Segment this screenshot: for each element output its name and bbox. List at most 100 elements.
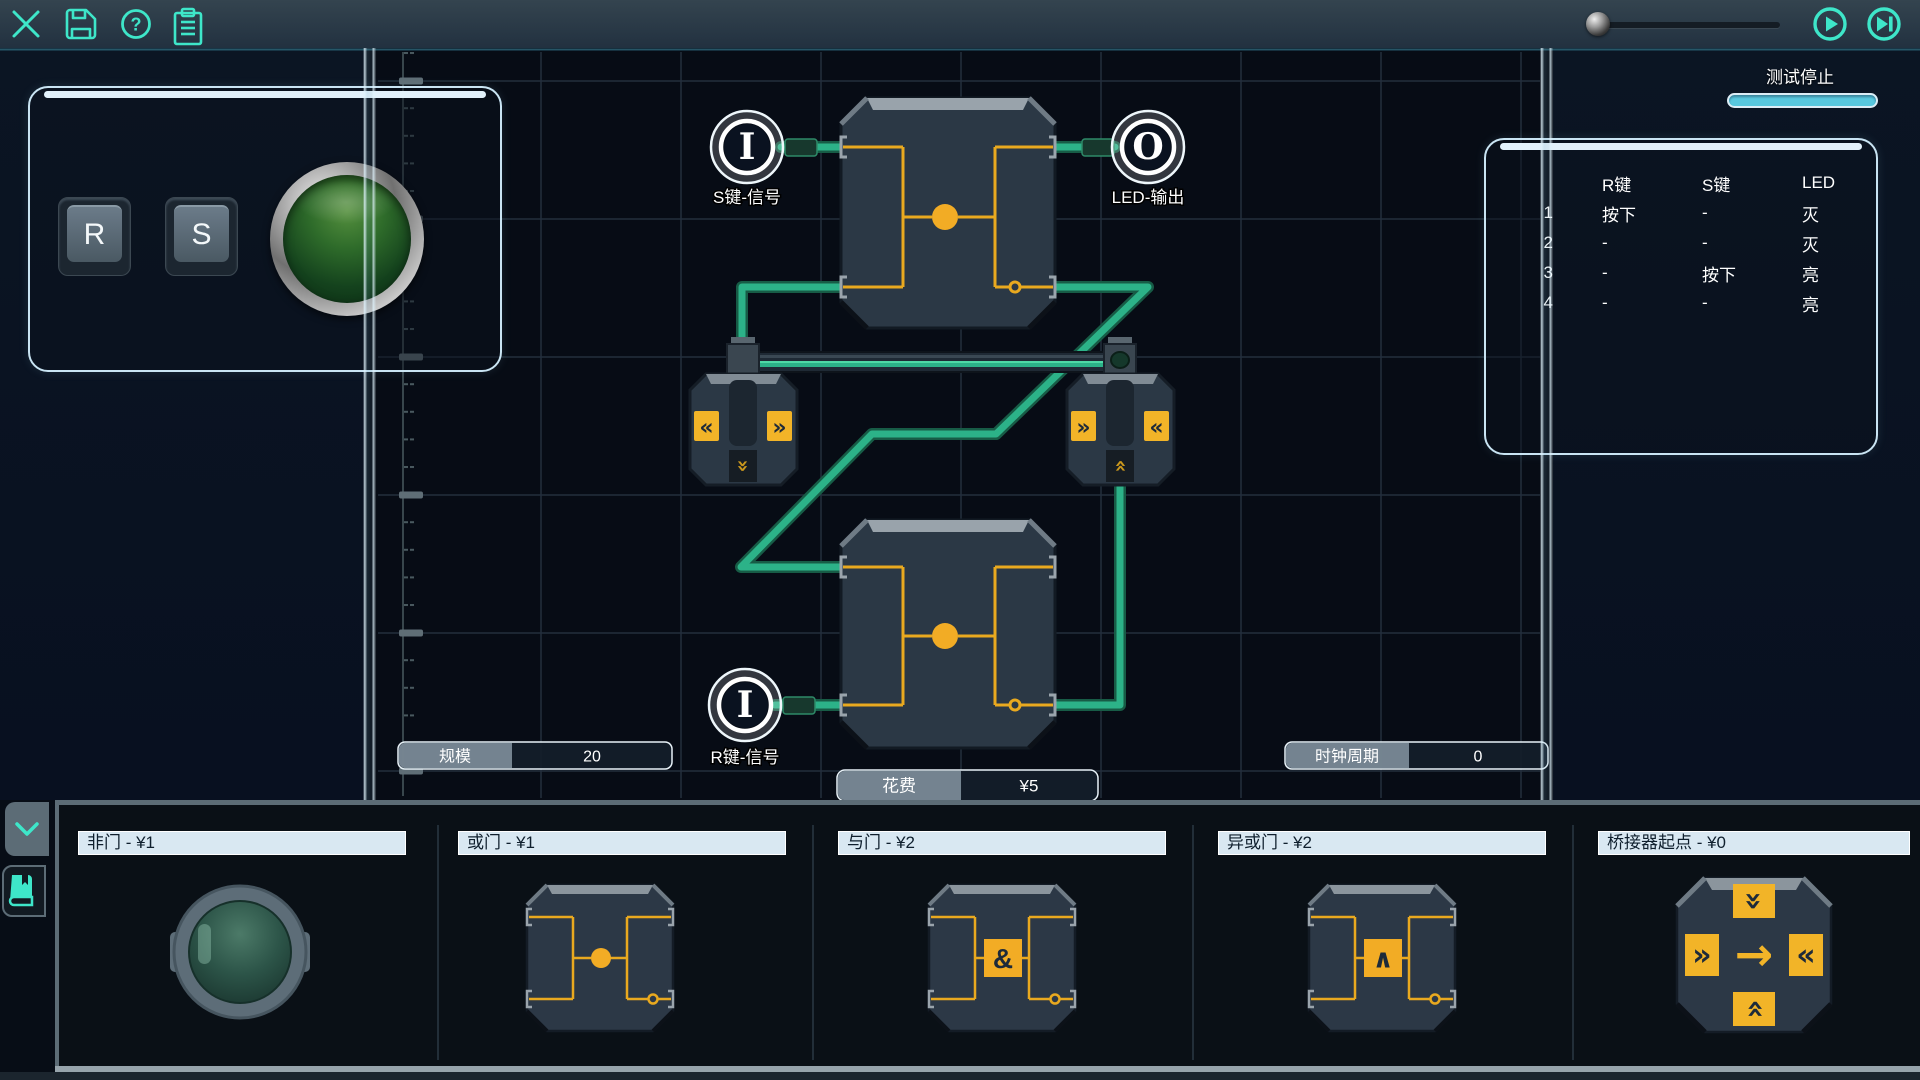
col-s-header: S键 <box>1702 175 1731 195</box>
input-r-connector[interactable]: I R键-信号 <box>707 667 783 768</box>
speed-slider[interactable] <box>1592 22 1780 28</box>
cell-s: - <box>1702 293 1708 312</box>
inverted-output-dot <box>1008 698 1022 712</box>
col-led-header: LED <box>1802 173 1836 192</box>
truth-table-panel: R键 S键 LED 1 按下 - 灭 2 - - 灭 3 - 按下 亮 <box>1484 138 1878 455</box>
key-r-button[interactable]: R <box>58 197 131 276</box>
hud-scale-bar: 规模 20 <box>397 741 673 770</box>
scale-value: 20 <box>583 748 601 765</box>
key-s-label: S <box>174 205 229 262</box>
card-divider <box>1192 825 1194 1060</box>
bridge-right[interactable]: » « » <box>1065 337 1176 487</box>
palette-card-xor-label[interactable]: 异或门 - ¥2 <box>1218 831 1546 855</box>
cell-led: 灭 <box>1802 205 1819 225</box>
cell-s: 按下 <box>1702 265 1736 285</box>
component-palette: 非门 - ¥1 或门 - ¥1 与门 - ¥2 异或门 - ¥2 桥接器起点 -… <box>0 796 1920 1080</box>
panel-top-highlight <box>1500 143 1862 150</box>
gate-traces <box>843 565 1053 707</box>
bridge-left[interactable]: « » » <box>688 337 799 487</box>
chevron-up-icon: » <box>1108 460 1132 473</box>
bridge-badge <box>1144 411 1169 441</box>
close-icon[interactable] <box>10 7 42 41</box>
chevron-left-icon: « <box>1149 415 1163 440</box>
card-divider <box>437 825 439 1060</box>
right-zone <box>1553 48 1920 800</box>
panel-top-highlight <box>44 91 486 98</box>
cell-led: 亮 <box>1802 295 1819 315</box>
speed-slider-knob[interactable] <box>1586 12 1610 36</box>
led-indicator <box>270 162 424 316</box>
palette-under-strip <box>0 1072 1920 1080</box>
input-r-label: R键-信号 <box>711 748 780 767</box>
input-s-connector[interactable]: I S键-信号 <box>709 109 785 208</box>
palette-frame <box>55 800 1920 805</box>
chevron-up-icon: » <box>1737 999 1772 1018</box>
left-zone <box>0 48 364 800</box>
or-node <box>932 204 958 230</box>
collapse-palette-button[interactable] <box>5 802 49 856</box>
card-divider <box>1572 825 1574 1060</box>
wire-sleeves <box>782 138 1115 715</box>
output-led-label: LED-输出 <box>1112 188 1185 207</box>
chevron-right-icon: » <box>772 415 786 440</box>
palette-frame <box>55 800 59 1066</box>
input-s-label: S键-信号 <box>713 188 781 207</box>
palette-card-and-label[interactable]: 与门 - ¥2 <box>838 831 1166 855</box>
bridge-badge <box>1789 934 1823 976</box>
row-num: 4 <box>1543 293 1553 312</box>
input-glyph: I <box>739 126 756 168</box>
step-button[interactable] <box>1866 6 1902 42</box>
scale-label: 规模 <box>439 747 471 765</box>
clock-label: 时钟周期 <box>1315 747 1379 765</box>
cell-s: - <box>1702 233 1708 252</box>
key-s-button[interactable]: S <box>165 197 238 276</box>
inverted-output-dot <box>1008 280 1022 294</box>
play-button[interactable] <box>1812 6 1848 42</box>
chevron-right-icon: » <box>1692 938 1711 973</box>
chevron-left-icon: « <box>699 415 713 440</box>
col-r-header: R键 <box>1602 175 1632 195</box>
canvas-top-line <box>0 48 1920 51</box>
help-icon[interactable]: ? <box>119 7 153 41</box>
palette-xor-gate[interactable]: ∧ <box>1297 875 1467 1045</box>
bridge-badge <box>694 411 719 441</box>
output-led-connector[interactable]: O LED-输出 <box>1110 109 1186 208</box>
palette-not-gate[interactable] <box>168 880 312 1024</box>
bridge-badge <box>1685 934 1719 976</box>
led-gloss <box>296 180 396 224</box>
clipboard-icon[interactable] <box>171 7 205 47</box>
palette-bridge-start[interactable]: » » » « → <box>1669 870 1839 1040</box>
hud-cost-bar: 花费 ¥5 <box>836 769 1099 802</box>
palette-card-not-label[interactable]: 非门 - ¥1 <box>78 831 406 855</box>
bridge-badge <box>1733 992 1775 1026</box>
palette-card-or-label[interactable]: 或门 - ¥1 <box>458 831 786 855</box>
table-row: 1 按下 - 灭 <box>1504 198 1888 228</box>
chevron-left-icon: « <box>1796 938 1815 973</box>
truth-table: R键 S键 LED 1 按下 - 灭 2 - - 灭 3 - 按下 亮 <box>1504 168 1888 318</box>
row-num: 1 <box>1543 203 1553 222</box>
palette-and-gate[interactable]: & <box>917 875 1087 1045</box>
bridge-badge <box>1071 411 1096 441</box>
chevron-right-icon: » <box>1076 415 1090 440</box>
save-icon[interactable] <box>64 7 98 41</box>
component-library-button[interactable] <box>2 865 46 917</box>
row-num: 2 <box>1543 233 1553 252</box>
key-r-label: R <box>67 205 122 262</box>
gate-top-or[interactable] <box>839 96 1057 330</box>
cell-r: - <box>1602 263 1608 282</box>
top-toolbar: ? <box>0 0 1920 48</box>
bridge-badge <box>1733 884 1775 918</box>
palette-card-bridge-label[interactable]: 桥接器起点 - ¥0 <box>1598 831 1910 855</box>
book-icon <box>8 875 34 907</box>
table-row: 4 - - 亮 <box>1504 288 1888 318</box>
chevron-down-icon: » <box>731 460 755 473</box>
palette-or-gate[interactable] <box>515 875 685 1045</box>
gate-bottom-or[interactable] <box>839 518 1057 750</box>
bridge-rail[interactable] <box>754 351 1108 373</box>
io-preview-panel: R S <box>28 86 502 372</box>
help-glyph: ? <box>131 14 142 34</box>
or-node <box>932 623 958 649</box>
test-status-label: 测试停止 <box>1766 68 1834 87</box>
